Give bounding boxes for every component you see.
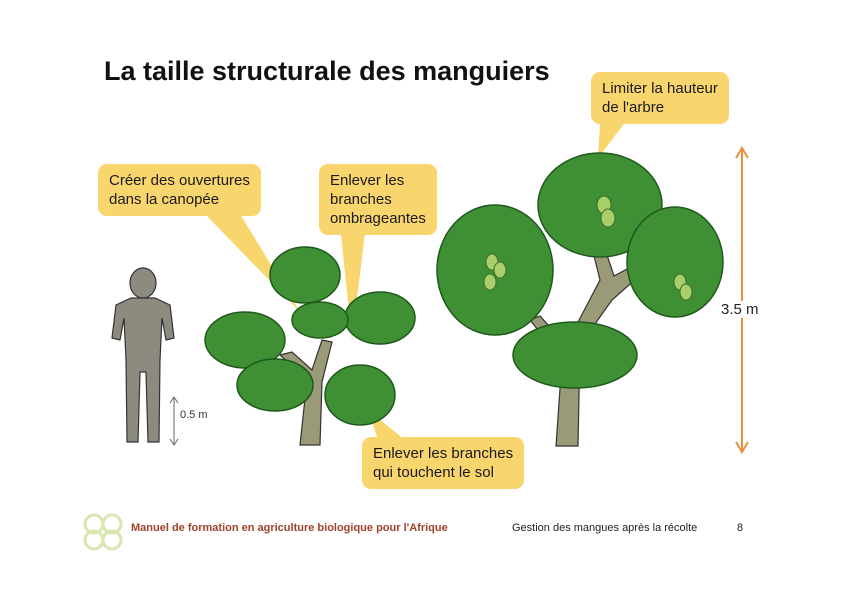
callout-create-openings: Créer des ouvertures dans la canopée: [98, 164, 261, 216]
large-tree: [436, 152, 724, 447]
person-height-label: 0.5 m: [180, 409, 208, 421]
pruned-tree: [204, 246, 416, 446]
person-silhouette: [111, 267, 175, 443]
footer-manual-title: Manuel de formation en agriculture biolo…: [131, 522, 448, 534]
callout-remove-shading: Enlever les branches ombrageantes: [319, 164, 437, 235]
tree-height-label: 3.5 m: [720, 301, 760, 318]
callout-limit-height: Limiter la hauteur de l'arbre: [591, 72, 729, 124]
small-measure-arrow: [169, 396, 179, 446]
callout-remove-ground-branches: Enlever les branches qui touchent le sol: [362, 437, 525, 489]
organic-logo: [83, 513, 123, 551]
callout-pointer-height: [598, 124, 624, 158]
mango-fruits: [483, 195, 693, 301]
footer-section: Gestion des mangues après la récolte: [512, 522, 698, 534]
slide-title: La taille structurale des manguiers: [104, 56, 550, 86]
page-number: 8: [737, 522, 744, 534]
height-measure-arrow: [735, 146, 749, 454]
callout-pointer-shading: [340, 225, 366, 340]
